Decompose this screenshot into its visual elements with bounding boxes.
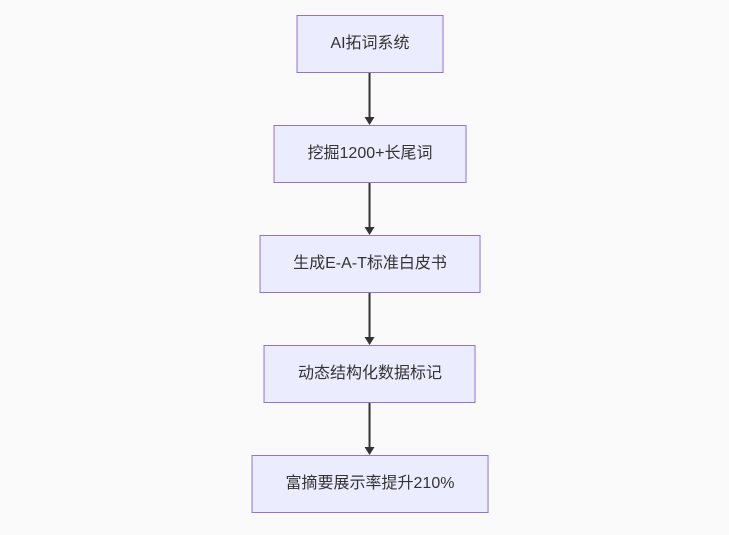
edge-line (369, 403, 371, 447)
edge-connector-1 (365, 73, 375, 125)
flow-node-step-5: 富摘要展示率提升210% (251, 455, 489, 513)
edge-line (369, 183, 371, 227)
edge-connector-2 (365, 183, 375, 235)
flow-node-step-3: 生成E-A-T标准白皮书 (259, 235, 481, 293)
flow-node-step-1: AI拓词系统 (296, 15, 444, 73)
flow-node-label: 动态结构化数据标记 (297, 365, 442, 382)
edge-line (369, 73, 371, 117)
arrowhead-down-icon (365, 227, 375, 235)
flow-node-label: 生成E-A-T标准白皮书 (293, 255, 447, 272)
flow-node-label: 挖掘1200+长尾词 (307, 145, 433, 162)
flow-node-step-4: 动态结构化数据标记 (263, 345, 476, 403)
flow-node-label: 富摘要展示率提升210% (285, 475, 455, 492)
flowchart-canvas: AI拓词系统 挖掘1200+长尾词 生成E-A-T标准白皮书 动态结构化数据标记… (251, 15, 489, 513)
edge-connector-3 (365, 293, 375, 345)
edge-line (369, 293, 371, 337)
arrowhead-down-icon (365, 117, 375, 125)
flow-node-label: AI拓词系统 (330, 35, 410, 52)
arrowhead-down-icon (365, 447, 375, 455)
arrowhead-down-icon (365, 337, 375, 345)
edge-connector-4 (365, 403, 375, 455)
flow-node-step-2: 挖掘1200+长尾词 (273, 125, 467, 183)
